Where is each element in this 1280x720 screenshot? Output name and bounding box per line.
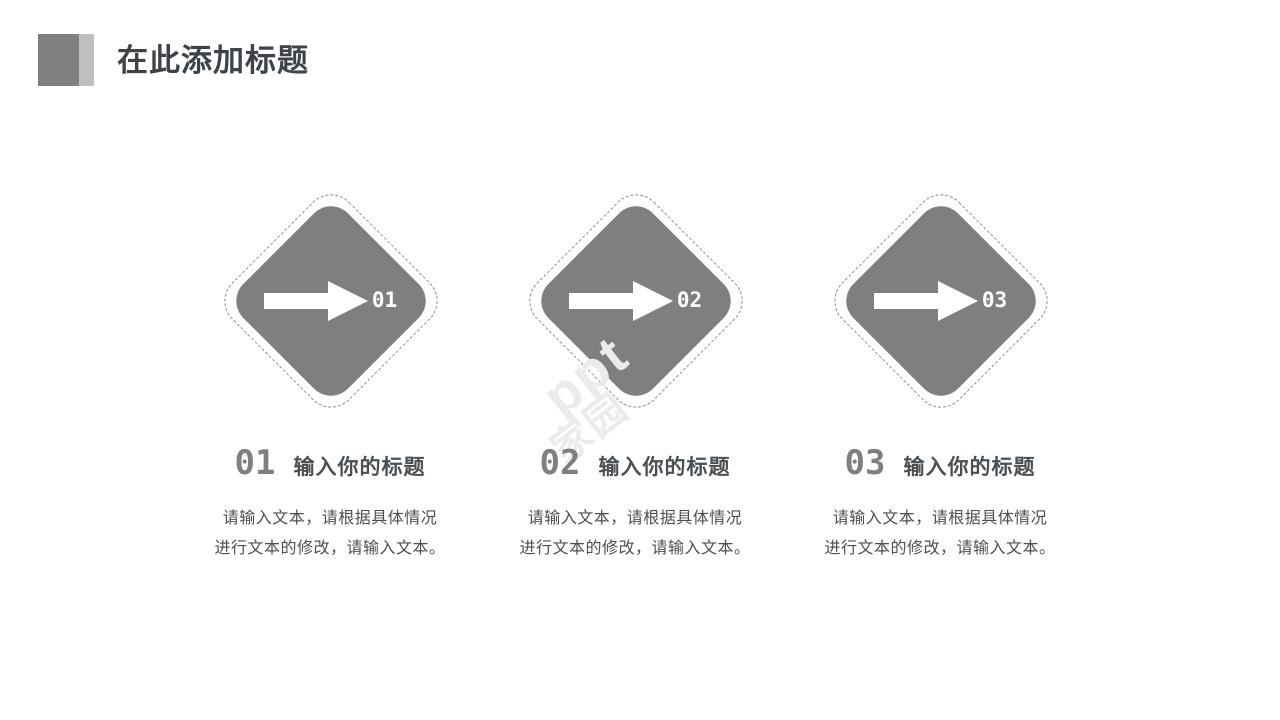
diamond-number-label: 01 [371, 288, 398, 312]
page-title: 在此添加标题 [117, 42, 309, 78]
column-heading: 03 输入你的标题 [790, 446, 1090, 488]
diamond-row: 01 02 03 [0, 178, 1280, 423]
title-marker-dark-block [38, 34, 79, 86]
column-heading: 01 输入你的标题 [180, 446, 480, 488]
arrow-right-icon [263, 280, 368, 321]
column-body-line-2: 进行文本的修改，请输入文本。 [519, 540, 751, 557]
column-body-text: 请输入文本，请根据具体情况 进行文本的修改，请输入文本。 [485, 504, 785, 564]
diamond-item-01[interactable]: 01 [208, 178, 453, 423]
column-number-label: 01 [234, 443, 276, 483]
diamond-number-label: 02 [676, 288, 703, 312]
column-number-label: 03 [844, 443, 886, 483]
column-heading: 02 输入你的标题 [485, 446, 785, 488]
title-marker-icon [38, 34, 94, 86]
column-body-line-1: 请输入文本，请根据具体情况 [222, 510, 438, 527]
diamond-item-03[interactable]: 03 [818, 178, 1063, 423]
arrow-right-icon [873, 280, 978, 321]
column-body-text: 请输入文本，请根据具体情况 进行文本的修改，请输入文本。 [180, 504, 480, 564]
text-column-03: 03 输入你的标题 请输入文本，请根据具体情况 进行文本的修改，请输入文本。 [790, 446, 1090, 564]
column-body-line-2: 进行文本的修改，请输入文本。 [214, 540, 446, 557]
slide-title-bar: 在此添加标题 [38, 34, 309, 86]
diamond-item-02[interactable]: 02 [513, 178, 758, 423]
column-body-line-1: 请输入文本，请根据具体情况 [832, 510, 1048, 527]
column-title-label: 输入你的标题 [903, 456, 1036, 479]
column-number-label: 02 [539, 443, 581, 483]
column-body-line-2: 进行文本的修改，请输入文本。 [824, 540, 1056, 557]
diamond-number-label: 03 [981, 288, 1008, 312]
title-marker-light-block [79, 34, 94, 86]
diamond-content: 01 [208, 178, 453, 423]
column-body-text: 请输入文本，请根据具体情况 进行文本的修改，请输入文本。 [790, 504, 1090, 564]
text-columns-row: 01 输入你的标题 请输入文本，请根据具体情况 进行文本的修改，请输入文本。 0… [0, 446, 1280, 586]
column-title-label: 输入你的标题 [293, 456, 426, 479]
text-column-01: 01 输入你的标题 请输入文本，请根据具体情况 进行文本的修改，请输入文本。 [180, 446, 480, 564]
diamond-content: 03 [818, 178, 1063, 423]
arrow-right-icon [568, 280, 673, 321]
diamond-content: 02 [513, 178, 758, 423]
text-column-02: 02 输入你的标题 请输入文本，请根据具体情况 进行文本的修改，请输入文本。 [485, 446, 785, 564]
column-body-line-1: 请输入文本，请根据具体情况 [527, 510, 743, 527]
column-title-label: 输入你的标题 [598, 456, 731, 479]
